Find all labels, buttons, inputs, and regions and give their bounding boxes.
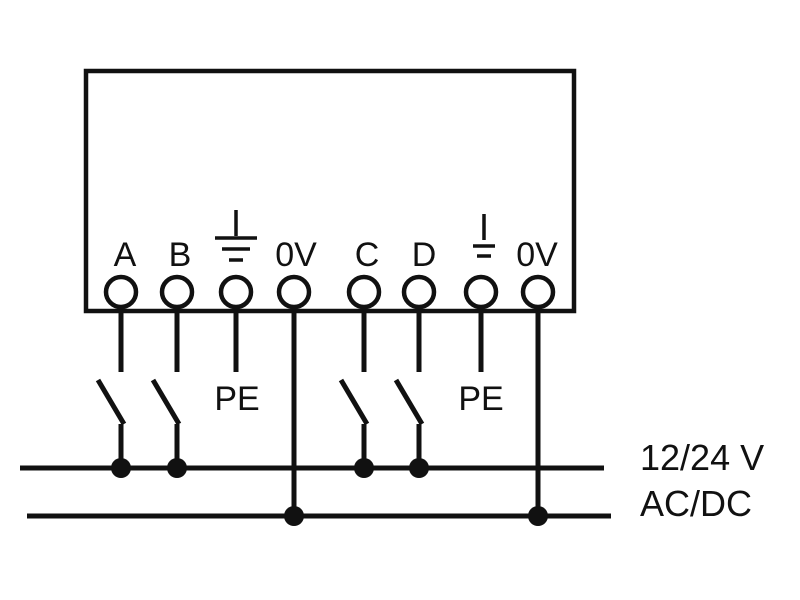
terminal-a bbox=[103, 274, 139, 310]
terminal-label-0v-right: 0V bbox=[516, 236, 558, 274]
terminal-0v-left bbox=[276, 274, 312, 310]
ground-icon bbox=[215, 210, 257, 262]
junction-dot bbox=[528, 506, 548, 526]
terminal-label-a: A bbox=[114, 236, 137, 274]
terminal-b bbox=[159, 274, 195, 310]
device-housing bbox=[83, 68, 577, 314]
pe-label-right: PE bbox=[458, 380, 503, 418]
switch-c bbox=[338, 378, 370, 468]
pe-label-left: PE bbox=[214, 380, 259, 418]
terminal-0v-right bbox=[520, 274, 556, 310]
terminal-d bbox=[401, 274, 437, 310]
terminal-pe-right bbox=[463, 274, 499, 310]
junction-dot bbox=[354, 458, 374, 478]
ground-icon bbox=[473, 214, 495, 258]
junction-dot bbox=[167, 458, 187, 478]
switch-b bbox=[150, 378, 182, 468]
junction-dot bbox=[111, 458, 131, 478]
supply-voltage-label: 12/24 V bbox=[640, 437, 764, 478]
terminal-label-0v-left: 0V bbox=[275, 236, 317, 274]
switch-a bbox=[95, 378, 127, 468]
junction-dot bbox=[409, 458, 429, 478]
terminal-c bbox=[346, 274, 382, 310]
terminal-pe-left bbox=[218, 274, 254, 310]
terminal-label-d: D bbox=[412, 236, 437, 274]
terminal-label-b: B bbox=[169, 236, 192, 274]
junction-dot bbox=[284, 506, 304, 526]
supply-type-label: AC/DC bbox=[640, 483, 752, 524]
terminal-label-c: C bbox=[355, 236, 380, 274]
switch-d bbox=[393, 378, 425, 468]
